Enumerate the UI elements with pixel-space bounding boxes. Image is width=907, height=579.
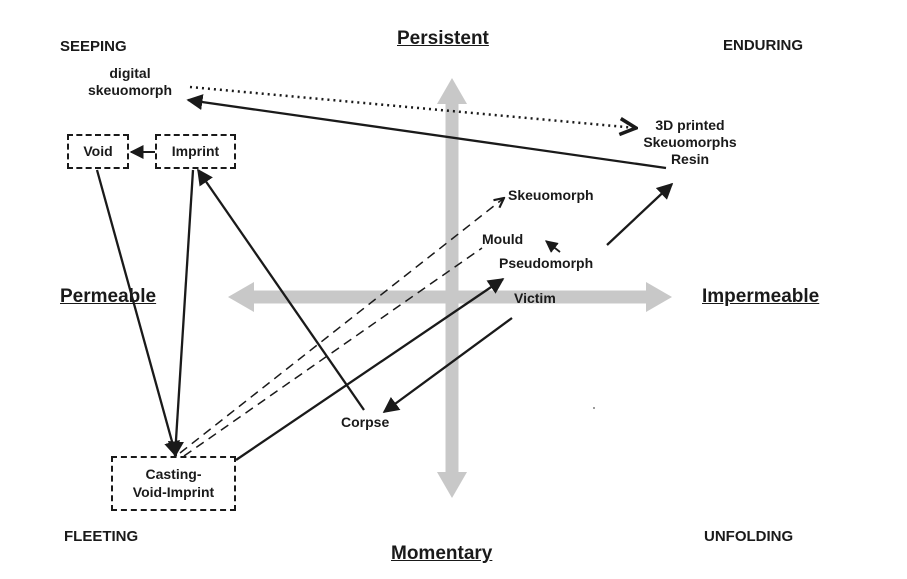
axis-label-right: Impermeable	[702, 286, 820, 307]
axis-label-top: Persistent	[397, 28, 489, 49]
arrow-corpse-to-imprint	[197, 168, 365, 411]
corner-label-bottom-left: FLEETING	[64, 528, 139, 545]
node-digital-skeuomorph: digital skeuomorph	[70, 65, 190, 99]
dotted-arrow-digital-to-3d	[189, 85, 636, 128]
arrow-casting-to-pseudomorph	[235, 278, 505, 461]
arrow-void-to-casting	[95, 169, 180, 458]
arrow-resin-to-digital	[186, 94, 667, 170]
horizontal-axis-arrowhead-left	[228, 282, 254, 312]
node-3d-printed-line3: Resin	[670, 150, 710, 167]
vertical-axis-arrowhead-bottom	[437, 472, 467, 498]
connections	[95, 85, 674, 461]
node-digital-skeuomorph-line1: digital	[109, 65, 151, 81]
node-casting-box: Casting- Void-Imprint	[111, 456, 236, 511]
horizontal-axis-arrowhead-right	[646, 282, 672, 312]
stray-dot	[593, 407, 595, 409]
node-3d-printed: 3D printed Skeuomorphs Resin	[630, 117, 750, 167]
node-void-label: Void	[83, 142, 113, 159]
corner-label-bottom-right: UNFOLDING	[704, 528, 794, 545]
node-victim: Victim	[514, 290, 556, 306]
arrow-pseudomorph-to-mould	[545, 240, 561, 253]
node-casting-line2: Void-Imprint	[132, 483, 215, 500]
node-mould: Mould	[482, 231, 524, 247]
node-pseudomorph: Pseudomorph	[499, 255, 594, 271]
node-casting-line1: Casting-	[145, 466, 202, 482]
axis-arrows	[228, 78, 672, 498]
arrow-imprint-to-casting	[167, 169, 195, 458]
dashed-arrow-casting-to-skeuomorph	[179, 198, 504, 454]
corner-label-top-right: ENDURING	[723, 37, 804, 54]
node-skeuomorph: Skeuomorph	[508, 187, 594, 203]
axis-label-left: Permeable	[60, 286, 157, 307]
node-void-box: Void	[67, 134, 129, 169]
corner-label-top-left: SEEPING	[60, 38, 127, 55]
axis-label-bottom: Momentary	[391, 543, 493, 564]
node-imprint-box: Imprint	[155, 134, 236, 169]
vertical-axis-arrowhead-top	[437, 78, 467, 104]
node-3d-printed-line1: 3D printed	[655, 117, 725, 133]
node-corpse: Corpse	[341, 414, 390, 430]
dashed-arrow-casting-to-mould	[183, 247, 483, 457]
arrow-pseudomorph-to-resin	[606, 182, 674, 246]
node-3d-printed-line2: Skeuomorphs	[643, 133, 737, 150]
node-digital-skeuomorph-line2: skeuomorph	[87, 81, 172, 98]
arrow-victim-to-corpse	[382, 317, 513, 413]
node-imprint-label: Imprint	[171, 142, 220, 159]
